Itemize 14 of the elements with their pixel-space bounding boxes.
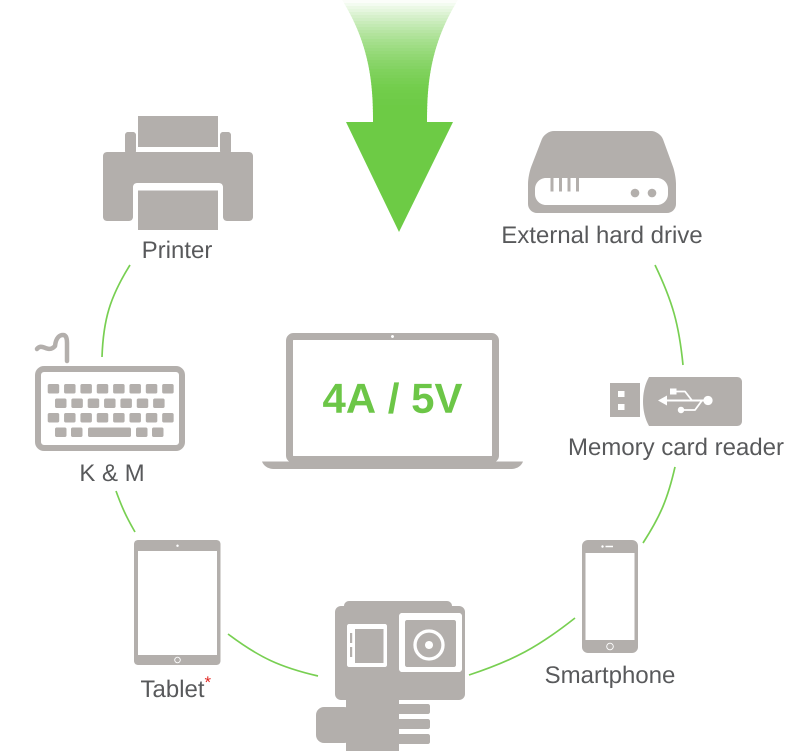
connector-line	[642, 466, 676, 544]
connector-line	[468, 617, 576, 676]
laptop: 4A / 5V	[262, 333, 523, 469]
device-label: K & M	[81, 464, 143, 482]
connector-line	[228, 633, 318, 677]
device-label: Memory card reader	[570, 438, 784, 460]
camera-icon	[316, 601, 465, 751]
device-label: Printer	[144, 240, 212, 258]
connector-line	[654, 264, 684, 366]
device-label: Smartphone	[546, 666, 674, 688]
device-label: External hard drive	[503, 226, 702, 244]
connector-line	[115, 490, 136, 532]
connector-line	[101, 264, 131, 358]
device-label: Tablet$^{*}$	[141, 676, 211, 698]
